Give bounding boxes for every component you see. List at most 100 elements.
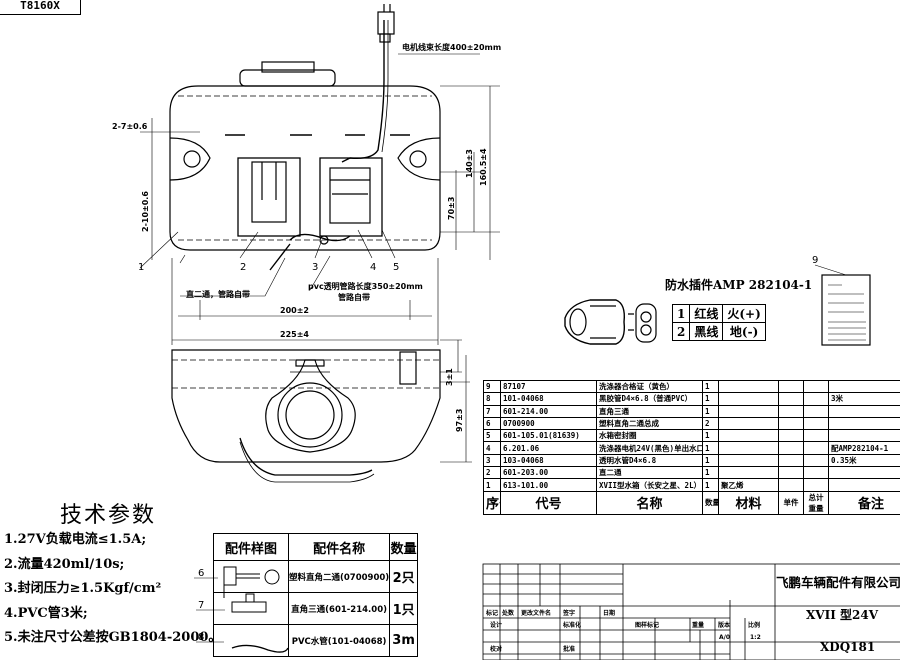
bom-cell-qty: 2 <box>702 416 719 431</box>
bom-cell-code: 601-203.00 <box>500 466 597 480</box>
parts-header-name: 配件名称 <box>287 533 391 561</box>
bom-cell-remark <box>828 478 900 492</box>
bom-cell-name: 直二通 <box>596 466 703 480</box>
bom-cell-no: 5 <box>483 429 501 443</box>
filler-neck <box>239 69 336 87</box>
bom-cell-weight <box>778 404 804 418</box>
left-lug <box>169 137 211 181</box>
bom-cell-material <box>718 441 779 455</box>
bom-cell-weight <box>778 392 804 406</box>
wire-row: 1 红线 火(+) <box>671 304 766 323</box>
bom-cell-weight <box>778 416 804 431</box>
parts-image-cell <box>213 624 289 657</box>
bom-cell-weight <box>803 478 829 492</box>
bom-cell-weight <box>778 379 804 394</box>
callout-1: 1 <box>138 262 144 273</box>
bom-cell-no: 4 <box>483 441 501 455</box>
bom-header-remark: 备注 <box>828 490 900 515</box>
bom-cell-material <box>718 453 779 468</box>
bom-cell-no: 6 <box>483 416 501 431</box>
bom-cell-remark <box>828 466 900 480</box>
bom-header-weight: 重量 <box>808 503 824 513</box>
callout-9: 9 <box>812 255 818 266</box>
bom-cell-qty: 1 <box>702 429 719 443</box>
tb-scale-value: 1:2 <box>750 634 761 641</box>
bom-cell-material <box>718 466 779 480</box>
bom-cell-remark <box>828 379 900 394</box>
cable-connector <box>377 11 395 35</box>
connector-title: 防水插件AMP 282104-1 <box>665 278 813 292</box>
tank-side-outline <box>171 349 441 463</box>
model-name: XVII 型24V <box>806 608 879 622</box>
tech-title: 技术参数 <box>60 503 157 528</box>
bom-cell-name: 直角三通 <box>596 404 703 418</box>
parts-name: 塑料直角二通(0700900) <box>287 560 391 593</box>
bom-cell-material: 聚乙烯 <box>718 478 779 492</box>
motor-cable <box>341 20 385 163</box>
bom-cell-remark <box>828 416 900 431</box>
drawing-code: T8160X <box>0 0 81 15</box>
tb-check: 校对 <box>490 645 502 653</box>
bom-header-unit: 单件 <box>778 490 804 515</box>
bom-cell-weight <box>803 441 829 455</box>
parts-qty: 1只 <box>389 592 418 625</box>
dim-cable-length: 电机线束长度400±20mm <box>402 42 501 52</box>
bom-cell-weight <box>803 379 829 394</box>
callout-2: 2 <box>240 262 246 273</box>
bom-cell-remark: 0.35米 <box>828 453 900 468</box>
tb-version-value: A/0 <box>719 634 730 641</box>
bom-cell-code: 87107 <box>500 379 597 394</box>
bom-cell-material <box>718 404 779 418</box>
bom-cell-name: 黑胶管D4×6.8（普通PVC） <box>596 392 703 406</box>
bom-cell-weight <box>803 429 829 443</box>
bom-header-material: 材料 <box>718 490 779 515</box>
bom-row: 46.201.06洗涤器电机24V(黑色)单出水口(2芯-正二通)1配AMP28… <box>483 441 900 455</box>
elbow-note: 直二通，管路自带 <box>186 289 250 299</box>
bom-cell-no: 7 <box>483 404 501 418</box>
tech-item: 3.封闭压力≥1.5Kgf/cm² <box>4 581 162 596</box>
bom-cell-material <box>718 379 779 394</box>
parts-image-cell <box>213 560 289 593</box>
tech-item: 4.PVC管3米; <box>4 605 88 621</box>
tech-item: 1.27V负载电流≤1.5A; <box>4 532 147 547</box>
parts-qty: 3m <box>389 624 418 657</box>
bom-cell-weight <box>803 392 829 406</box>
bom-cell-no: 8 <box>483 392 501 406</box>
wire-signal: 地(-) <box>722 322 766 341</box>
tb-sign: 签字 <box>562 609 575 617</box>
bom-cell-material <box>718 429 779 443</box>
bom-cell-weight <box>778 466 804 480</box>
bom-cell-remark: 配AMP282104-1 <box>828 441 900 455</box>
bom-cell-weight <box>803 466 829 480</box>
bom-cell-weight <box>803 404 829 418</box>
tb-stage-mark: 图样标记 <box>635 621 659 629</box>
bom-cell-weight <box>778 478 804 492</box>
bom-header-code: 代号 <box>500 490 597 515</box>
tb-weight: 重量 <box>692 621 704 629</box>
bom-header-no: 序号 <box>483 490 501 515</box>
bom-cell-name: XVII型水箱（长安之星、2L） <box>596 478 703 492</box>
tb-approve: 批准 <box>563 645 575 653</box>
bom-cell-name: 塑料直角二通总成 <box>596 416 703 431</box>
bom-cell-qty: 1 <box>702 478 719 492</box>
bom-header-name: 名称 <box>596 490 703 515</box>
callout-3: 3 <box>312 262 318 273</box>
tb-design: 设计 <box>490 621 502 629</box>
connector-picture <box>564 299 657 345</box>
wire-color: 黑线 <box>689 322 724 341</box>
tb-count: 处数 <box>501 609 515 617</box>
dim-pvc-pipe: pvc透明管路长度350±20mm <box>308 281 423 291</box>
tech-list: 1.27V负载电流≤1.5A; 2.流量420ml/10s; 3.封闭压力≥1.… <box>4 528 221 651</box>
parts-name: 直角三通(601-214.00) <box>287 592 391 625</box>
tech-item: 2.流量420ml/10s; <box>4 556 125 572</box>
bom-cell-qty: 1 <box>702 466 719 480</box>
certificate-label <box>821 274 871 346</box>
bom-cell-weight <box>803 416 829 431</box>
